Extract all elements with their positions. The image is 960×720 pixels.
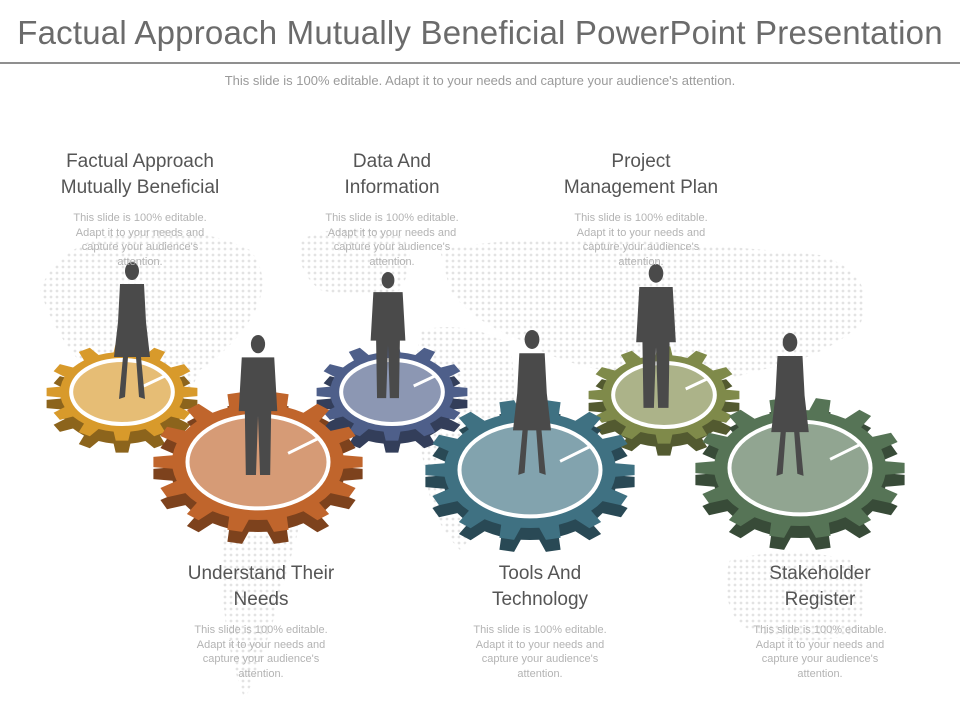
desc-line: Adapt it to your needs and <box>75 226 205 239</box>
gear-step-4-icon <box>425 400 635 552</box>
step-2-heading-line2: Needs <box>233 589 289 610</box>
desc-line: This slide is 100% editable. <box>73 212 207 224</box>
step-1-text: Factual Approach Mutually Beneficial Thi… <box>40 149 240 269</box>
step-2-heading: Understand Their Needs <box>161 561 361 613</box>
step-2-description: This slide is 100% editable. Adapt it to… <box>161 623 361 681</box>
step-5-heading: Project Management Plan <box>541 149 741 201</box>
step-6-heading-line2: Register <box>784 589 856 610</box>
step-6-heading-line1: Stakeholder <box>769 563 871 584</box>
desc-line: Adapt it to your needs and <box>475 638 605 651</box>
step-5-heading-line2: Management Plan <box>563 177 719 198</box>
slide-subtitle: This slide is 100% editable. Adapt it to… <box>224 73 736 88</box>
step-4-text: Tools And Technology This slide is 100% … <box>440 561 640 681</box>
desc-line: This slide is 100% editable. <box>194 624 328 636</box>
step-3-text: Data And Information This slide is 100% … <box>292 149 492 269</box>
step-1-description: This slide is 100% editable. Adapt it to… <box>40 211 240 269</box>
desc-line: capture your audience's <box>333 241 451 253</box>
businessman-icon <box>238 335 278 475</box>
step-6-heading: Stakeholder Register <box>720 561 920 613</box>
figure-body <box>114 284 150 399</box>
gear-tick <box>287 436 321 455</box>
desc-line: capture your audience's <box>582 241 700 253</box>
gear-step-2-icon <box>153 392 363 544</box>
title-divider <box>0 62 960 64</box>
desc-line: This slide is 100% editable. <box>325 212 459 224</box>
step-4-heading: Tools And Technology <box>440 561 640 613</box>
desc-line: attention. <box>797 667 843 680</box>
figure-head <box>524 330 540 350</box>
step-6-text: Stakeholder Register This slide is 100% … <box>720 561 920 681</box>
figure-head <box>381 272 395 289</box>
figure-body <box>238 357 278 475</box>
gear-tick <box>143 373 168 388</box>
step-2-text: Understand Their Needs This slide is 100… <box>161 561 361 681</box>
desc-line: Adapt it to your needs and <box>327 226 457 239</box>
step-4-heading-line2: Technology <box>491 589 589 610</box>
step-2-heading-line1: Understand Their <box>187 563 335 584</box>
gear-tick <box>413 373 438 388</box>
desc-line: This slide is 100% editable. <box>574 212 708 224</box>
figure-body <box>370 292 406 399</box>
desc-line: Adapt it to your needs and <box>576 226 706 239</box>
step-4-heading-line1: Tools And <box>498 563 582 584</box>
businessman-icon <box>636 264 676 408</box>
step-6-description: This slide is 100% editable. Adapt it to… <box>720 623 920 681</box>
desc-line: attention. <box>618 255 664 268</box>
step-3-heading-line1: Data And <box>352 151 432 172</box>
gear-step-6-icon <box>695 398 905 550</box>
gear-tick <box>685 376 710 391</box>
step-5-text: Project Management Plan This slide is 10… <box>541 149 741 269</box>
step-1-heading: Factual Approach Mutually Beneficial <box>40 149 240 201</box>
gear-hub-ring <box>185 413 331 511</box>
figure-head <box>648 264 664 283</box>
businessman-icon <box>370 272 406 399</box>
desc-line: attention. <box>117 255 163 268</box>
step-1-heading-line1: Factual Approach <box>66 151 214 172</box>
step-5-heading-line1: Project <box>611 151 671 172</box>
figure-head <box>125 262 139 280</box>
desc-line: This slide is 100% editable. <box>753 624 887 636</box>
desc-line: capture your audience's <box>481 653 599 665</box>
step-3-description: This slide is 100% editable. Adapt it to… <box>292 211 492 269</box>
desc-line: Adapt it to your needs and <box>755 638 885 651</box>
desc-line: capture your audience's <box>202 653 320 665</box>
gear-tick <box>559 444 593 463</box>
step-3-heading: Data And Information <box>292 149 492 201</box>
gear-hub-ring <box>457 421 603 519</box>
desc-line: Adapt it to your needs and <box>196 638 326 651</box>
desc-line: attention. <box>369 255 415 268</box>
step-4-description: This slide is 100% editable. Adapt it to… <box>440 623 640 681</box>
figure-head <box>782 333 798 352</box>
desc-line: attention. <box>238 667 284 680</box>
step-3-heading-line2: Information <box>344 177 440 198</box>
step-1-heading-line2: Mutually Beneficial <box>60 177 220 198</box>
desc-line: attention. <box>517 667 563 680</box>
figure-body <box>512 353 552 475</box>
desc-line: capture your audience's <box>81 241 199 253</box>
figure-head <box>250 335 266 354</box>
gear-tick <box>829 442 863 461</box>
figure-body <box>771 355 809 476</box>
desc-line: This slide is 100% editable. <box>473 624 607 636</box>
businesswoman-icon <box>114 262 150 399</box>
businesswoman-icon <box>512 330 552 475</box>
figure-body <box>636 286 676 408</box>
businesswoman-icon <box>771 333 809 476</box>
desc-line: capture your audience's <box>761 653 879 665</box>
step-5-description: This slide is 100% editable. Adapt it to… <box>541 211 741 269</box>
slide-title: Factual Approach Mutually Beneficial Pow… <box>17 14 943 51</box>
